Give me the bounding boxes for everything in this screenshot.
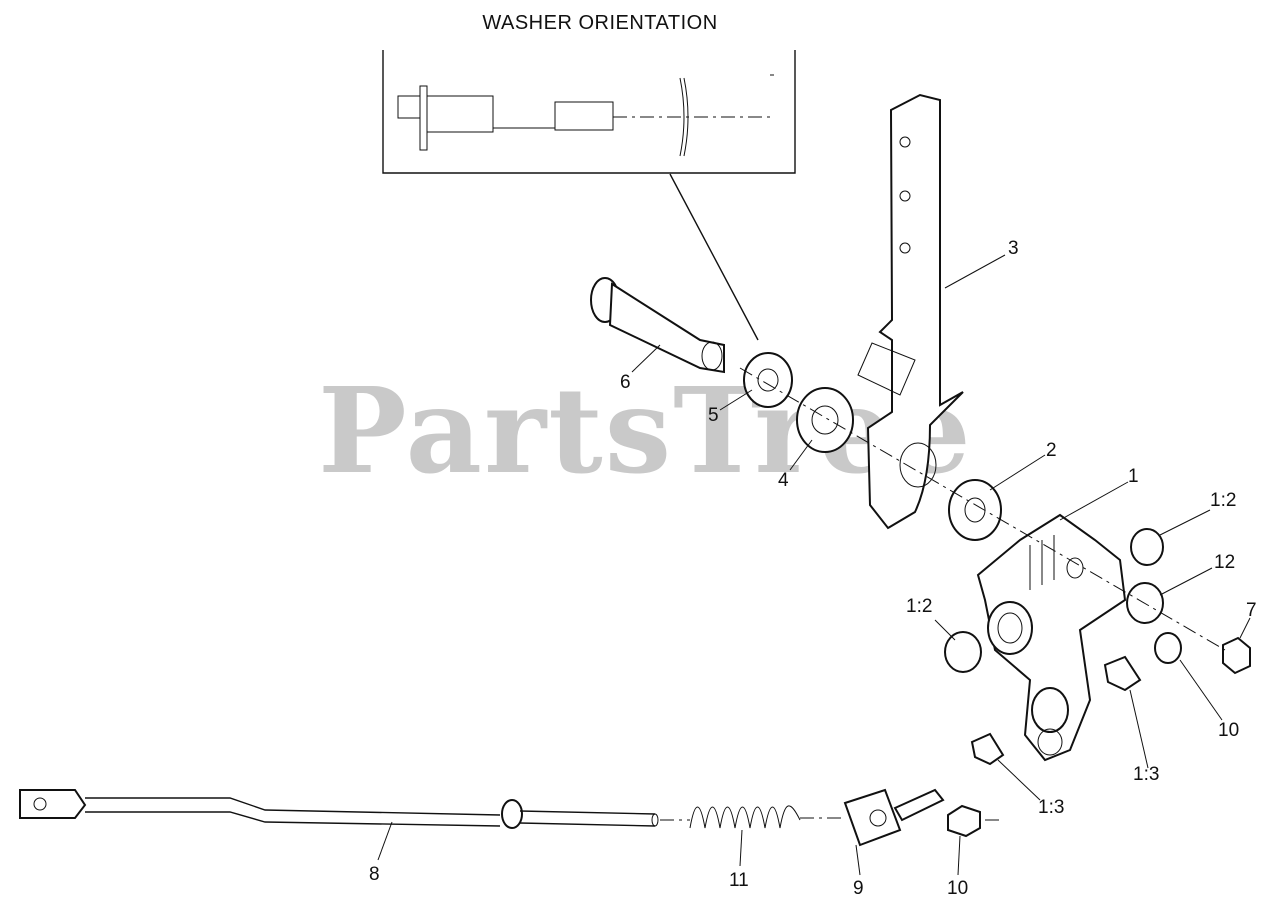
washer-4 [796, 387, 854, 453]
callout-10-right: 10 [1218, 720, 1240, 741]
bushing-1-3b [970, 732, 1005, 766]
callout-2: 2 [1046, 440, 1057, 461]
watermark-text: PartsTree [318, 361, 973, 500]
detail-title: WASHER ORIENTATION [482, 12, 718, 34]
washer-orientation-detail [382, 50, 796, 341]
spring [689, 805, 801, 829]
callout-6: 6 [620, 372, 631, 393]
lever-arm [857, 93, 964, 530]
callout-7: 7 [1246, 600, 1257, 621]
bushing-1-3a [1103, 655, 1142, 692]
callout-9: 9 [853, 878, 864, 899]
washer-2 [948, 479, 1002, 541]
callout-10-bottom: 10 [947, 878, 969, 899]
callout-4: 4 [778, 470, 789, 491]
control-rod [19, 789, 659, 829]
swivel [843, 788, 945, 847]
callout-1-3-center: 1:3 [1038, 797, 1065, 818]
bushing-1-2b [944, 631, 982, 673]
callout-5: 5 [708, 405, 719, 426]
washer-10a [1154, 632, 1182, 664]
callout-1-2-top: 1:2 [1210, 490, 1237, 511]
shoulder-bolt [590, 277, 725, 374]
control-bracket [976, 513, 1127, 762]
nut-7 [1222, 636, 1251, 675]
nut-10b [947, 804, 981, 838]
bushing-1-2a [1130, 528, 1164, 566]
callout-1-2-left: 1:2 [906, 596, 933, 617]
callout-3: 3 [1008, 238, 1019, 259]
callout-11: 11 [729, 870, 749, 891]
washer-5 [743, 352, 793, 408]
callout-1: 1 [1128, 466, 1139, 487]
callout-1-3-right: 1:3 [1133, 764, 1160, 785]
callout-12: 12 [1214, 552, 1236, 573]
callout-8: 8 [369, 864, 380, 885]
